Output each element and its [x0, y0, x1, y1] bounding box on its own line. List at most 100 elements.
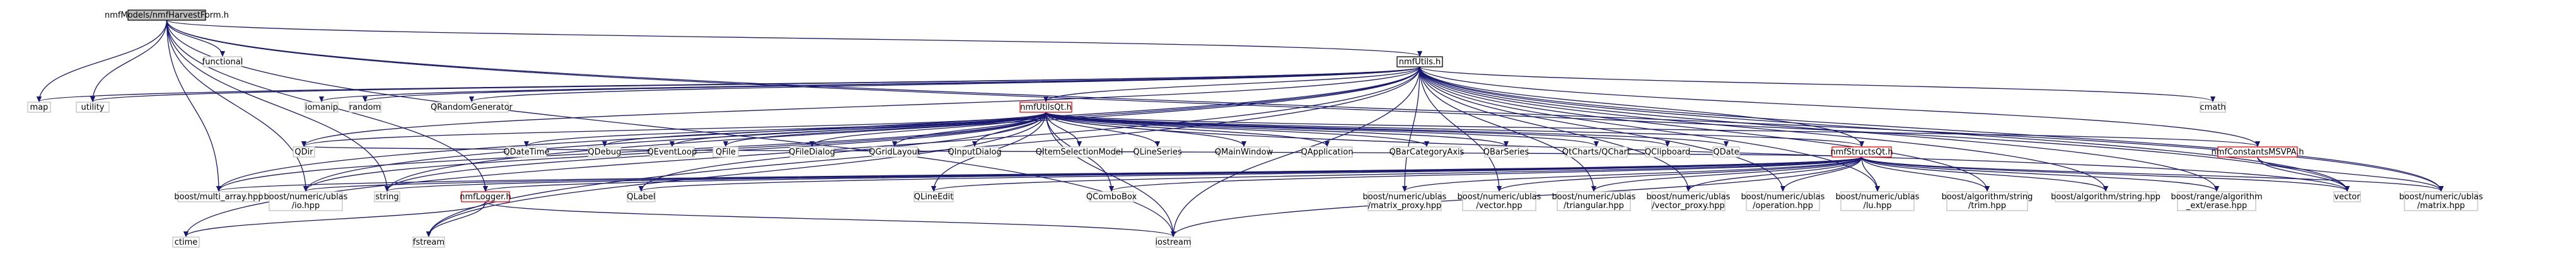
node-box	[172, 236, 200, 248]
node-label: QComboBox	[1086, 192, 1137, 202]
node-label: boost/numeric/ublas	[2399, 192, 2483, 202]
node-qapplication[interactable]: QApplication	[1301, 146, 1354, 158]
node-qdebug[interactable]: QDebug	[588, 146, 622, 158]
node-label: boost/numeric/ublas	[1647, 192, 1731, 202]
edge-nmfConstantsMSVPA_h-to-ublas_matrix	[2257, 156, 2441, 191]
edge-nmfUtilsQt_h-to-QBarSeries	[1045, 112, 1506, 146]
node-label: QBarSeries	[1483, 148, 1529, 157]
node-box	[374, 191, 400, 202]
node-label: boost/algorithm/string	[1942, 192, 2033, 202]
node-qrandomgenerator[interactable]: QRandomGenerator	[431, 102, 513, 113]
node-box	[627, 191, 656, 202]
node-label: random	[349, 103, 381, 112]
node-qfile[interactable]: QFile	[712, 146, 739, 158]
node-qbarseries[interactable]: QBarSeries	[1483, 146, 1529, 158]
edge-nmfUtils_h-to-nmfConstantsMSVPA_h	[1419, 66, 2258, 146]
node-algo-string[interactable]: boost/algorithm/string.hpp	[2051, 191, 2161, 202]
node-box	[76, 102, 110, 113]
node-ublas-vector[interactable]: boost/numeric/ublas/vector.hpp	[1458, 191, 1541, 211]
node-qfiledialog[interactable]: QFileDialog	[789, 146, 835, 158]
node-qdate[interactable]: QDate	[1712, 146, 1740, 158]
edge-nmfUtilsQt_h-to-QEventLoop	[672, 112, 1047, 146]
node-nmfconstantsmsvpa-h[interactable]: nmfConstantsMSVPA.h	[2211, 146, 2304, 158]
edge-nmfUtilsQt_h-to-multi_array	[219, 112, 1047, 191]
edge-nmfUtils_h-to-QRandomGenerator	[472, 66, 1420, 102]
edge-nmfUtilsQt_h-to-QFile	[726, 112, 1047, 146]
node-ublas-vector-proxy[interactable]: boost/numeric/ublas/vector_proxy.hpp	[1647, 191, 1731, 211]
node-qlabel[interactable]: QLabel	[627, 191, 656, 202]
node-ublas-io[interactable]: boost/numeric/ublas/io.hpp	[264, 191, 348, 211]
node-ctime[interactable]: ctime	[172, 236, 200, 248]
node-qeventloop[interactable]: QEventLoop	[647, 146, 697, 158]
node-box	[1367, 191, 1442, 211]
node-box	[506, 146, 547, 158]
node-box	[2404, 191, 2478, 211]
node-label: nmfStructsQt.h	[1830, 148, 1893, 157]
node-box	[1565, 146, 1628, 158]
node-range-algo-erase[interactable]: boost/range/algorithm_ext/erase.hpp	[2171, 191, 2263, 211]
node-qgridlayout[interactable]: QGridLayout	[869, 146, 920, 158]
node-qlineedit[interactable]: QLineEdit	[914, 191, 954, 202]
node-qdir[interactable]: QDir	[293, 146, 315, 158]
node-iomanip[interactable]: iomanip	[305, 102, 339, 113]
node-cmath[interactable]: cmath	[2200, 102, 2226, 113]
node-functional[interactable]: functional	[202, 56, 243, 67]
node-ublas-operation[interactable]: boost/numeric/ublas/operation.hpp	[1741, 191, 1825, 211]
node-nmfstructsqt-h[interactable]: nmfStructsQt.h	[1830, 146, 1893, 158]
node-iostream[interactable]: iostream	[1155, 236, 1192, 248]
node-multi-array[interactable]: boost/multi_array.hpp	[174, 191, 264, 202]
edge-nmfUtilsQt_h-to-QtChartsQChart	[1045, 112, 1596, 146]
edge-nmfStructsQt_h-to-QLabel	[641, 156, 1862, 191]
node-qbarcategoryaxis[interactable]: QBarCategoryAxis	[1390, 146, 1465, 158]
edge-nmfLogger_h-to-ctime	[186, 201, 486, 236]
node-nmfutilsqt-h[interactable]: nmfUtilsQt.h	[1019, 102, 1072, 113]
node-box	[789, 146, 835, 158]
node-root[interactable]: nmfModels/nmfHarvestForm.h	[105, 9, 229, 21]
node-qlineseries[interactable]: QLineSeries	[1133, 146, 1182, 158]
node-label: boost/numeric/ublas	[1363, 192, 1447, 202]
node-ublas-matrix[interactable]: boost/numeric/ublas/matrix.hpp	[2399, 191, 2483, 211]
node-box	[1218, 146, 1270, 158]
node-label: QMainWindow	[1215, 148, 1273, 157]
node-box	[914, 191, 954, 202]
edge-nmfStructsQt_h-to-algo_string_trim	[1861, 156, 1987, 191]
node-algo-string-trim[interactable]: boost/algorithm/string/trim.hpp	[1942, 191, 2033, 211]
edge-nmfUtilsQt_h-to-QApplication	[1045, 112, 1327, 146]
node-qtchartsqchart[interactable]: QtCharts/QChart	[1562, 146, 1630, 158]
node-vector[interactable]: vector	[2333, 191, 2361, 202]
edge-root-to-string	[166, 20, 388, 191]
node-box	[461, 191, 510, 202]
node-box	[871, 146, 918, 158]
node-label: utility	[81, 103, 105, 112]
node-qitemselectionmodel[interactable]: QItemSelectionModel	[1036, 146, 1123, 158]
node-fstream[interactable]: fstream	[412, 236, 445, 248]
node-random[interactable]: random	[349, 102, 381, 113]
node-label: functional	[202, 57, 243, 67]
node-label: /lu.hpp	[1863, 201, 1891, 211]
node-ublas-matrix-proxy[interactable]: boost/numeric/ublas/matrix_proxy.hpp	[1363, 191, 1447, 211]
node-label: iomanip	[305, 103, 338, 112]
node-string[interactable]: string	[374, 191, 400, 202]
node-box	[1396, 56, 1443, 67]
node-map[interactable]: map	[27, 102, 51, 113]
node-box	[2217, 146, 2298, 158]
edge-nmfStructsQt_h-to-QLineEdit	[934, 156, 1862, 191]
node-qcombobox[interactable]: QComboBox	[1086, 191, 1137, 202]
edge-nmfStructsQt_h-to-ublas_vector	[1499, 156, 1862, 191]
edge-nmfStructsQt_h-to-ublas_lu	[1861, 156, 1877, 191]
node-box	[1946, 191, 2028, 211]
node-utility[interactable]: utility	[76, 102, 110, 113]
node-qclipboard[interactable]: QClipboard	[1645, 146, 1690, 158]
node-qdatetime[interactable]: QDateTime	[503, 146, 550, 158]
node-qinputdialog[interactable]: QInputDialog	[948, 146, 1002, 158]
node-box	[1392, 146, 1461, 158]
node-qmainwindow[interactable]: QMainWindow	[1215, 146, 1273, 158]
node-ublas-triangular[interactable]: boost/numeric/ublas/triangular.hpp	[1552, 191, 1636, 211]
node-box	[412, 236, 445, 248]
node-box	[349, 102, 381, 113]
node-nmflogger-h[interactable]: nmfLogger.h	[460, 191, 511, 202]
node-nmfutils-h[interactable]: nmfUtils.h	[1396, 56, 1443, 67]
edge-nmfStructsQt_h-to-ublas_triangular	[1594, 156, 1862, 191]
edge-nmfUtilsQt_h-to-nmfStructsQt_h	[1045, 112, 1862, 146]
node-ublas-lu[interactable]: boost/numeric/ublas/lu.hpp	[1836, 191, 1920, 211]
